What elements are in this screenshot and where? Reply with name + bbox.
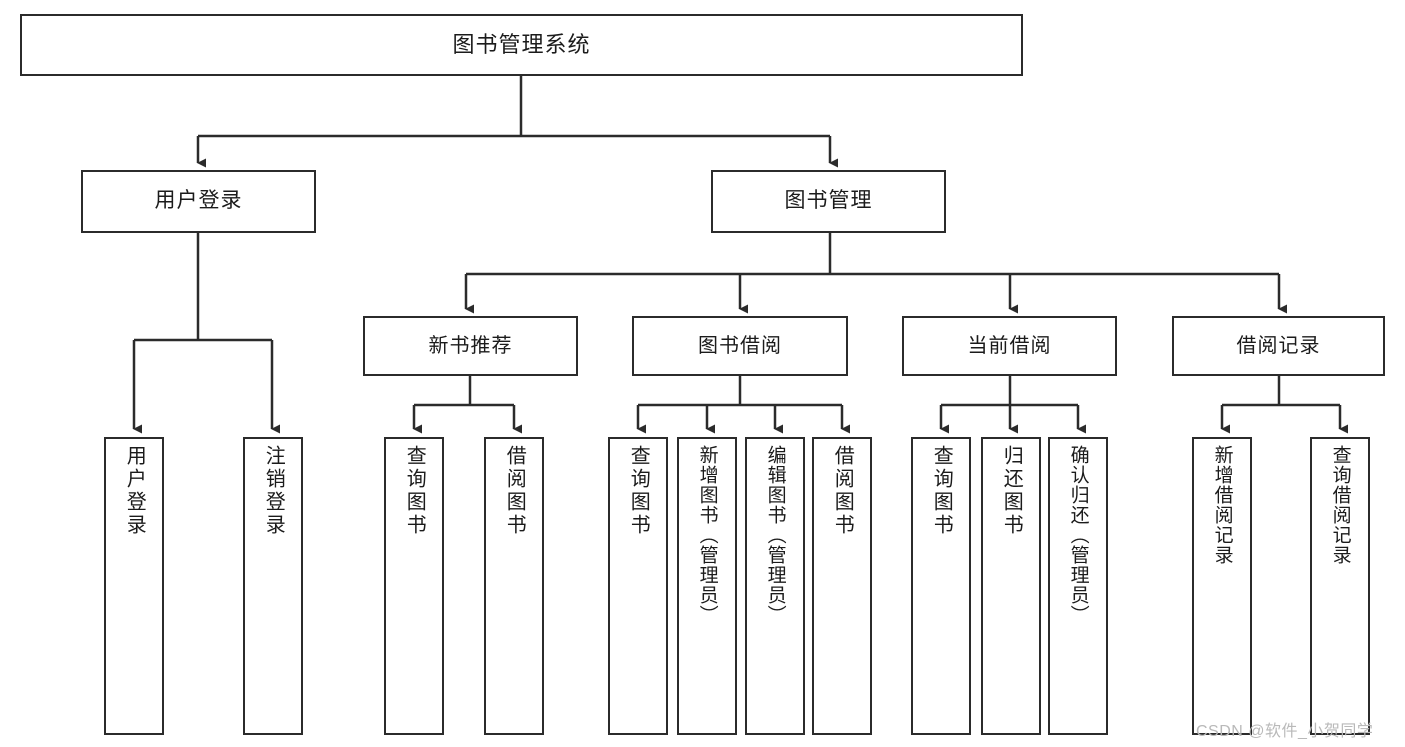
node-leaf-query-borrow-record[interactable]: 查询借阅记录 <box>1310 437 1370 735</box>
node-label: 图书管理系统 <box>452 32 591 58</box>
node-label: 注销登录 <box>262 445 285 537</box>
node-label: 当前借阅 <box>967 334 1052 357</box>
node-label: 查询借阅记录 <box>1329 445 1351 565</box>
csdn-watermark: CSDN @软件_小贺同学 <box>1196 723 1374 740</box>
node-leaf-confirm-return-admin[interactable]: 确认归还（管理员） <box>1048 437 1108 735</box>
node-label: 归还图书 <box>1000 445 1023 537</box>
node-label: 借阅图书 <box>831 445 854 537</box>
node-leaf-return-book[interactable]: 归还图书 <box>981 437 1041 735</box>
node-leaf-add-borrow-record[interactable]: 新增借阅记录 <box>1192 437 1252 735</box>
node-new-book-recommend[interactable]: 新书推荐 <box>363 316 578 376</box>
node-leaf-query-book-1[interactable]: 查询图书 <box>384 437 444 735</box>
node-leaf-borrow-book-1[interactable]: 借阅图书 <box>484 437 544 735</box>
node-label: 查询图书 <box>930 445 953 537</box>
node-leaf-query-book-2[interactable]: 查询图书 <box>608 437 668 735</box>
node-label: 借阅记录 <box>1236 334 1321 357</box>
node-book-borrow[interactable]: 图书借阅 <box>632 316 848 376</box>
node-leaf-query-book-3[interactable]: 查询图书 <box>911 437 971 735</box>
node-label: 用户登录 <box>154 189 243 213</box>
node-label: 确认归还（管理员） <box>1067 445 1089 625</box>
node-current-borrow[interactable]: 当前借阅 <box>902 316 1117 376</box>
node-leaf-add-book-admin[interactable]: 新增图书（管理员） <box>677 437 737 735</box>
node-leaf-borrow-book-2[interactable]: 借阅图书 <box>812 437 872 735</box>
node-label: 编辑图书（管理员） <box>764 445 786 625</box>
node-user-login[interactable]: 用户登录 <box>81 170 316 233</box>
node-label: 图书管理 <box>784 189 873 213</box>
node-borrow-record[interactable]: 借阅记录 <box>1172 316 1385 376</box>
node-label: 查询图书 <box>403 445 426 537</box>
node-label: 借阅图书 <box>503 445 526 537</box>
node-label: 查询图书 <box>627 445 650 537</box>
node-label: 新书推荐 <box>428 334 513 357</box>
node-leaf-logout-login[interactable]: 注销登录 <box>243 437 303 735</box>
node-label: 新增图书（管理员） <box>696 445 718 625</box>
node-leaf-edit-book-admin[interactable]: 编辑图书（管理员） <box>745 437 805 735</box>
node-label: 图书借阅 <box>698 334 782 357</box>
node-book-management[interactable]: 图书管理 <box>711 170 946 233</box>
node-label: 新增借阅记录 <box>1211 445 1233 565</box>
node-book-management-system[interactable]: 图书管理系统 <box>20 14 1023 76</box>
node-label: 用户登录 <box>123 445 146 537</box>
node-leaf-user-login[interactable]: 用户登录 <box>104 437 164 735</box>
